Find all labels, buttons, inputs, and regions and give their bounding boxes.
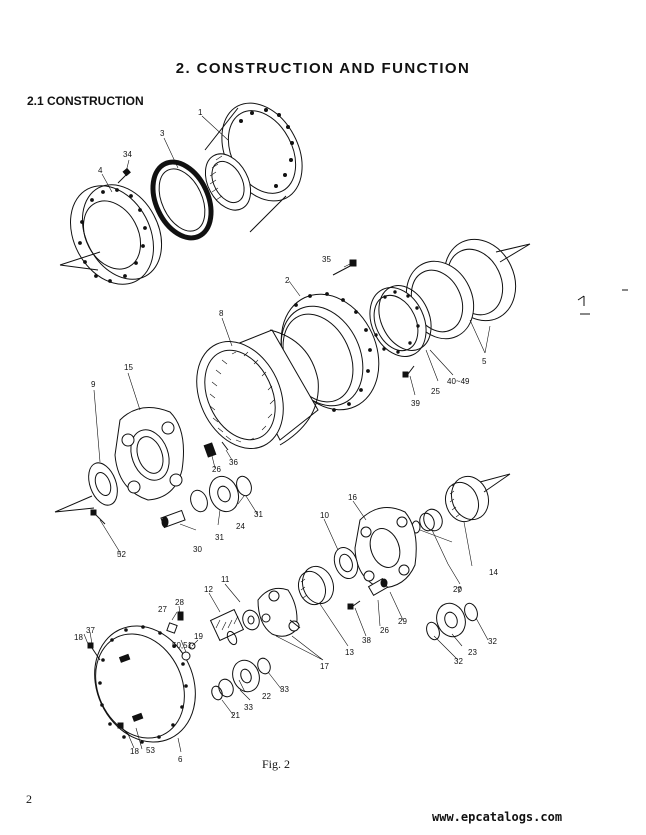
part-thrust-washer-10-drawing [333,547,359,579]
part-planet-gear-24-drawing [190,475,252,513]
part-thrust-plate-drawing [54,462,118,513]
section-heading: 2.1 CONSTRUCTION [27,94,144,108]
part-flange-cover-drawing [59,184,163,285]
callout-13: 13 [345,648,354,657]
callout-14: 14 [489,568,498,577]
part-gear-13-drawing [297,565,335,606]
callout-8: 8 [219,309,224,318]
callout-3: 3 [160,129,165,138]
part-pin-drawing [160,509,186,529]
part-sun-gear-14-drawing [444,473,511,523]
callout-36: 36 [229,458,238,467]
part-carrier-drawing [114,407,184,501]
callout-35: 35 [322,255,331,264]
callout-20: 20 [453,585,462,594]
edge-marks [577,289,628,315]
callout-38: 38 [362,636,371,645]
part-washer-11-drawing [242,609,260,631]
callout-5: 5 [482,357,487,366]
part-floating-seal-drawing [369,285,432,357]
callout-18b: 18 [130,747,139,756]
part-key-38-drawing [347,600,361,610]
part-bolt-drawing [117,167,131,184]
callout-23: 23 [468,648,477,657]
callout-28: 28 [175,598,184,607]
callout-53: 53 [146,746,155,755]
callout-26b: 26 [380,626,389,635]
callout-32b: 32 [454,657,463,666]
callout-labels: 1 2 3 4 5 6 7 8 9 10 11 12 13 14 15 16 1… [74,108,498,764]
page-title: 2. CONSTRUCTION AND FUNCTION [175,60,471,77]
part-planet-gear-23-drawing [426,602,478,641]
callout-7: 7 [457,586,462,595]
callout-9: 9 [91,380,96,389]
part-bolt-long-drawing [332,259,357,276]
callout-16: 16 [348,493,357,502]
callout-6: 6 [178,755,183,764]
callout-17: 17 [320,662,329,671]
part-bolt-52-drawing [90,509,106,525]
leader-lines [83,115,491,753]
part-end-cover-drawing [94,625,196,744]
callout-33b: 33 [244,703,253,712]
callout-18a: 18 [74,633,83,642]
part-seal-ring-drawing [150,159,214,241]
callout-10: 10 [320,511,329,520]
callout-25: 25 [431,387,440,396]
callout-4: 4 [98,166,103,175]
callout-26a: 26 [212,465,221,474]
callout-27: 27 [158,605,167,614]
part-ring-gear-drawing [196,329,319,449]
callout-32a: 32 [488,637,497,646]
part-carrier-16-drawing [354,507,417,589]
callout-29: 29 [398,617,407,626]
callout-34: 34 [123,150,132,159]
callout-11: 11 [221,575,230,584]
callout-2: 2 [285,276,290,285]
callout-31a: 31 [215,533,224,542]
part-planet-gear-22-drawing [211,657,271,701]
page-number: 2 [26,792,32,806]
figure-caption: Fig. 2 [262,757,291,771]
callout-30: 30 [193,545,202,554]
callout-19: 19 [194,632,203,641]
callout-21: 21 [231,711,240,720]
callout-1: 1 [198,108,203,117]
part-spacer-7-drawing [419,508,443,532]
callout-12: 12 [204,585,213,594]
callout-40-49: 40~49 [447,377,470,386]
part-small-bolt-drawing [402,365,415,378]
part-housing-drawing [280,292,380,412]
callout-24: 24 [236,522,245,531]
footer-watermark-url: www.epcatalogs.com [432,810,563,824]
callout-37: 37 [86,626,95,635]
part-carrier-17-drawing [257,587,301,637]
callout-15: 15 [124,363,133,372]
callout-50-51: 50,51 [172,641,193,650]
callout-22: 22 [262,692,271,701]
part-hub-drawing [204,102,303,233]
part-pin-29-drawing [367,577,389,597]
part-key-drawing [203,441,229,458]
callout-52: 52 [117,550,126,559]
part-sun-gear-12-drawing [209,608,245,646]
callout-39: 39 [411,399,420,408]
callout-31b: 31 [254,510,263,519]
callout-33a: 33 [280,685,289,694]
